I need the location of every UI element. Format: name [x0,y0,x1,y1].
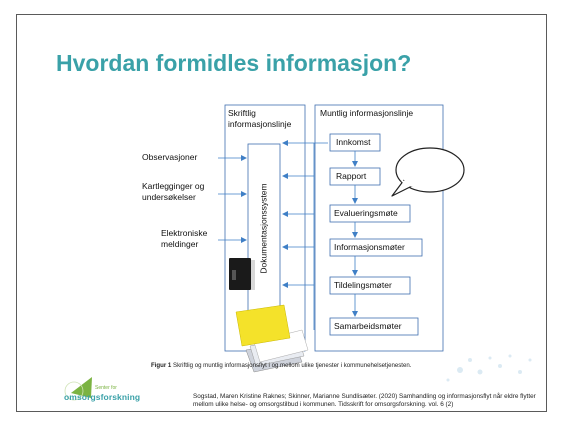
step-label-2: Rapport [336,171,367,181]
slide-frame [16,14,547,412]
logo-mark [64,377,92,401]
step-box-5 [329,276,411,295]
logo-main-text: omsorgsforskning [64,392,141,402]
documentation-system-label: Dokumentasjonssystem [258,183,269,274]
step-box-3 [329,204,411,223]
step-label-3: Evalueringsmøte [334,208,398,218]
sticky-note-icon [235,304,291,347]
step-label-4: Informasjonsmøter [334,242,405,252]
figure-label: Figur 1 [151,362,172,369]
input-observasjoner: Observasjoner [142,152,198,162]
citation: Sogstad, Maren Kristine Raknes; Skinner,… [193,393,536,408]
step-label-6: Samarbeidsmøter [334,321,402,331]
paper-stack-icon [245,329,309,373]
oral-line-frame [314,104,444,352]
binder-icon [229,258,255,290]
step-box-6 [329,317,419,336]
speech-bubble-icon [391,147,465,197]
input-elektroniske: Elektroniske meldinger [161,228,208,249]
step-label-5: Tildelingsmøter [334,280,392,290]
decorative-dots [446,354,532,382]
step-box-4 [329,238,423,257]
written-line-label: Skriftlig informasjonslinje [228,108,292,129]
step-label-1: Innkomst [336,137,371,147]
input-kartlegginger: Kartlegginger og undersøkelser [142,181,205,202]
oral-line-label: Muntlig informasjonslinje [320,108,414,118]
slide-title: Hvordan formidles informasjon? [56,50,412,76]
figure-caption: Figur 1 Skriftlig og muntlig informasjon… [151,362,411,369]
figure-caption-text: Skriftlig og muntlig informasjonsflyt i … [173,362,412,369]
logo-small-text: Senter for [95,385,117,391]
